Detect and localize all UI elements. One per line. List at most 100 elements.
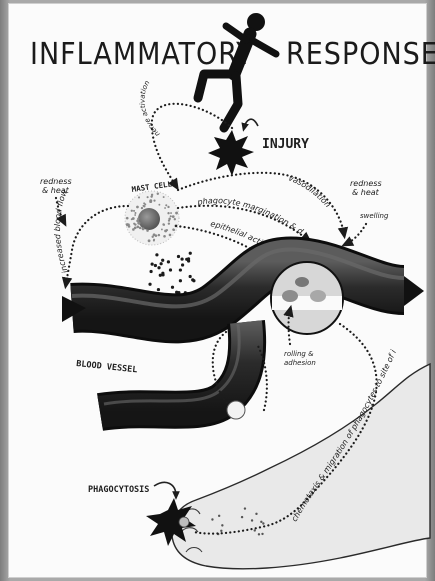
rolling-label-line2: adhesion [284,359,316,367]
mediator-dot [189,275,192,278]
blood-vessel [62,249,424,412]
granule [165,204,167,206]
vasodilation-path [178,173,344,234]
skin-dot [260,521,262,523]
granule [151,194,153,196]
increased-blood-flow-label: increased blood flow [53,188,70,275]
granule [131,210,133,212]
swelling-arrow [346,224,366,244]
mediator-dot [167,260,170,263]
skin-dot [220,530,222,532]
mediator-dot [181,263,184,266]
mediator-dot [191,278,194,281]
granule [144,203,146,205]
granule [138,196,140,198]
granule [153,233,156,236]
mediator-dot [157,266,160,269]
phagocytosis-label: PHAGOCYTOSIS [88,485,149,495]
granule [164,207,166,209]
vasodilation-label: vasodilation [287,173,332,209]
title-right: RESPONSE [286,37,435,72]
granule [158,204,160,206]
granule [170,215,172,217]
mediator-dot [179,279,182,282]
injury-burst-icon [208,130,254,176]
granule [147,196,149,198]
mediator-dot [159,274,162,277]
granule [134,223,136,225]
granule [136,226,139,229]
granule [153,199,155,201]
granule [142,227,145,230]
skin-dot [218,515,220,517]
granule [138,222,141,225]
granule [170,212,172,214]
blood-flow-path [66,206,128,284]
skin-dot [261,533,263,535]
granule [141,207,143,209]
granule [168,218,171,221]
granule [173,216,175,218]
mediator-dot [161,259,164,262]
mediator-dot [180,257,183,260]
granule [167,212,169,214]
granule [163,196,165,198]
mediator-dot [171,286,174,289]
swelling-label: swelling [360,212,389,220]
granule [132,217,135,220]
falling-person-icon [198,13,276,128]
rolling-label-line1: rolling & [284,350,314,358]
skin-dot [244,507,246,509]
skin-dot [262,522,264,524]
phagocytosis-arrow [154,482,176,496]
mediator-dot [151,263,154,266]
granule [146,229,149,232]
granule [175,212,178,215]
granule [163,224,165,226]
granule [134,227,137,230]
granule [134,214,136,216]
mediator-dot [154,264,157,267]
mediator-dot [148,283,151,286]
mediator-dot [157,288,160,291]
injury-label: INJURY [262,137,309,152]
skin-dot [255,513,257,515]
granule [126,217,129,220]
granule [166,229,168,231]
granule [167,206,169,208]
granule [142,205,144,207]
blood-vessel-label: BLOOD VESSEL [76,359,138,375]
granule [158,234,160,236]
granule [174,218,176,220]
mast-cell [125,191,179,245]
phagocyte-cell [179,517,189,527]
mediator-dot [187,259,190,262]
granule [139,227,142,230]
granule [136,206,139,209]
zoom-circle [271,262,343,334]
leukocyte [227,401,245,419]
granule [149,199,152,202]
granule [157,193,159,195]
granule [168,223,170,225]
skin-dot [221,524,223,526]
mediator-dot [179,268,182,271]
granule [153,240,155,242]
granule [173,229,175,231]
mediator-dot [155,253,158,256]
granule [161,229,163,231]
granule [148,239,151,242]
granule [169,234,172,237]
curved-arrow-icon [244,119,258,128]
mediator-dot [169,268,172,271]
mediator-dot [161,272,164,275]
granule [128,225,131,228]
skin-dot [258,533,260,535]
granule [133,210,135,212]
redness-heat-left-line1: redness [40,177,72,186]
granule [134,212,136,214]
skin-dot [211,518,213,520]
mediator-dot [189,252,192,255]
redness-heat-right-line1: redness [350,179,382,188]
